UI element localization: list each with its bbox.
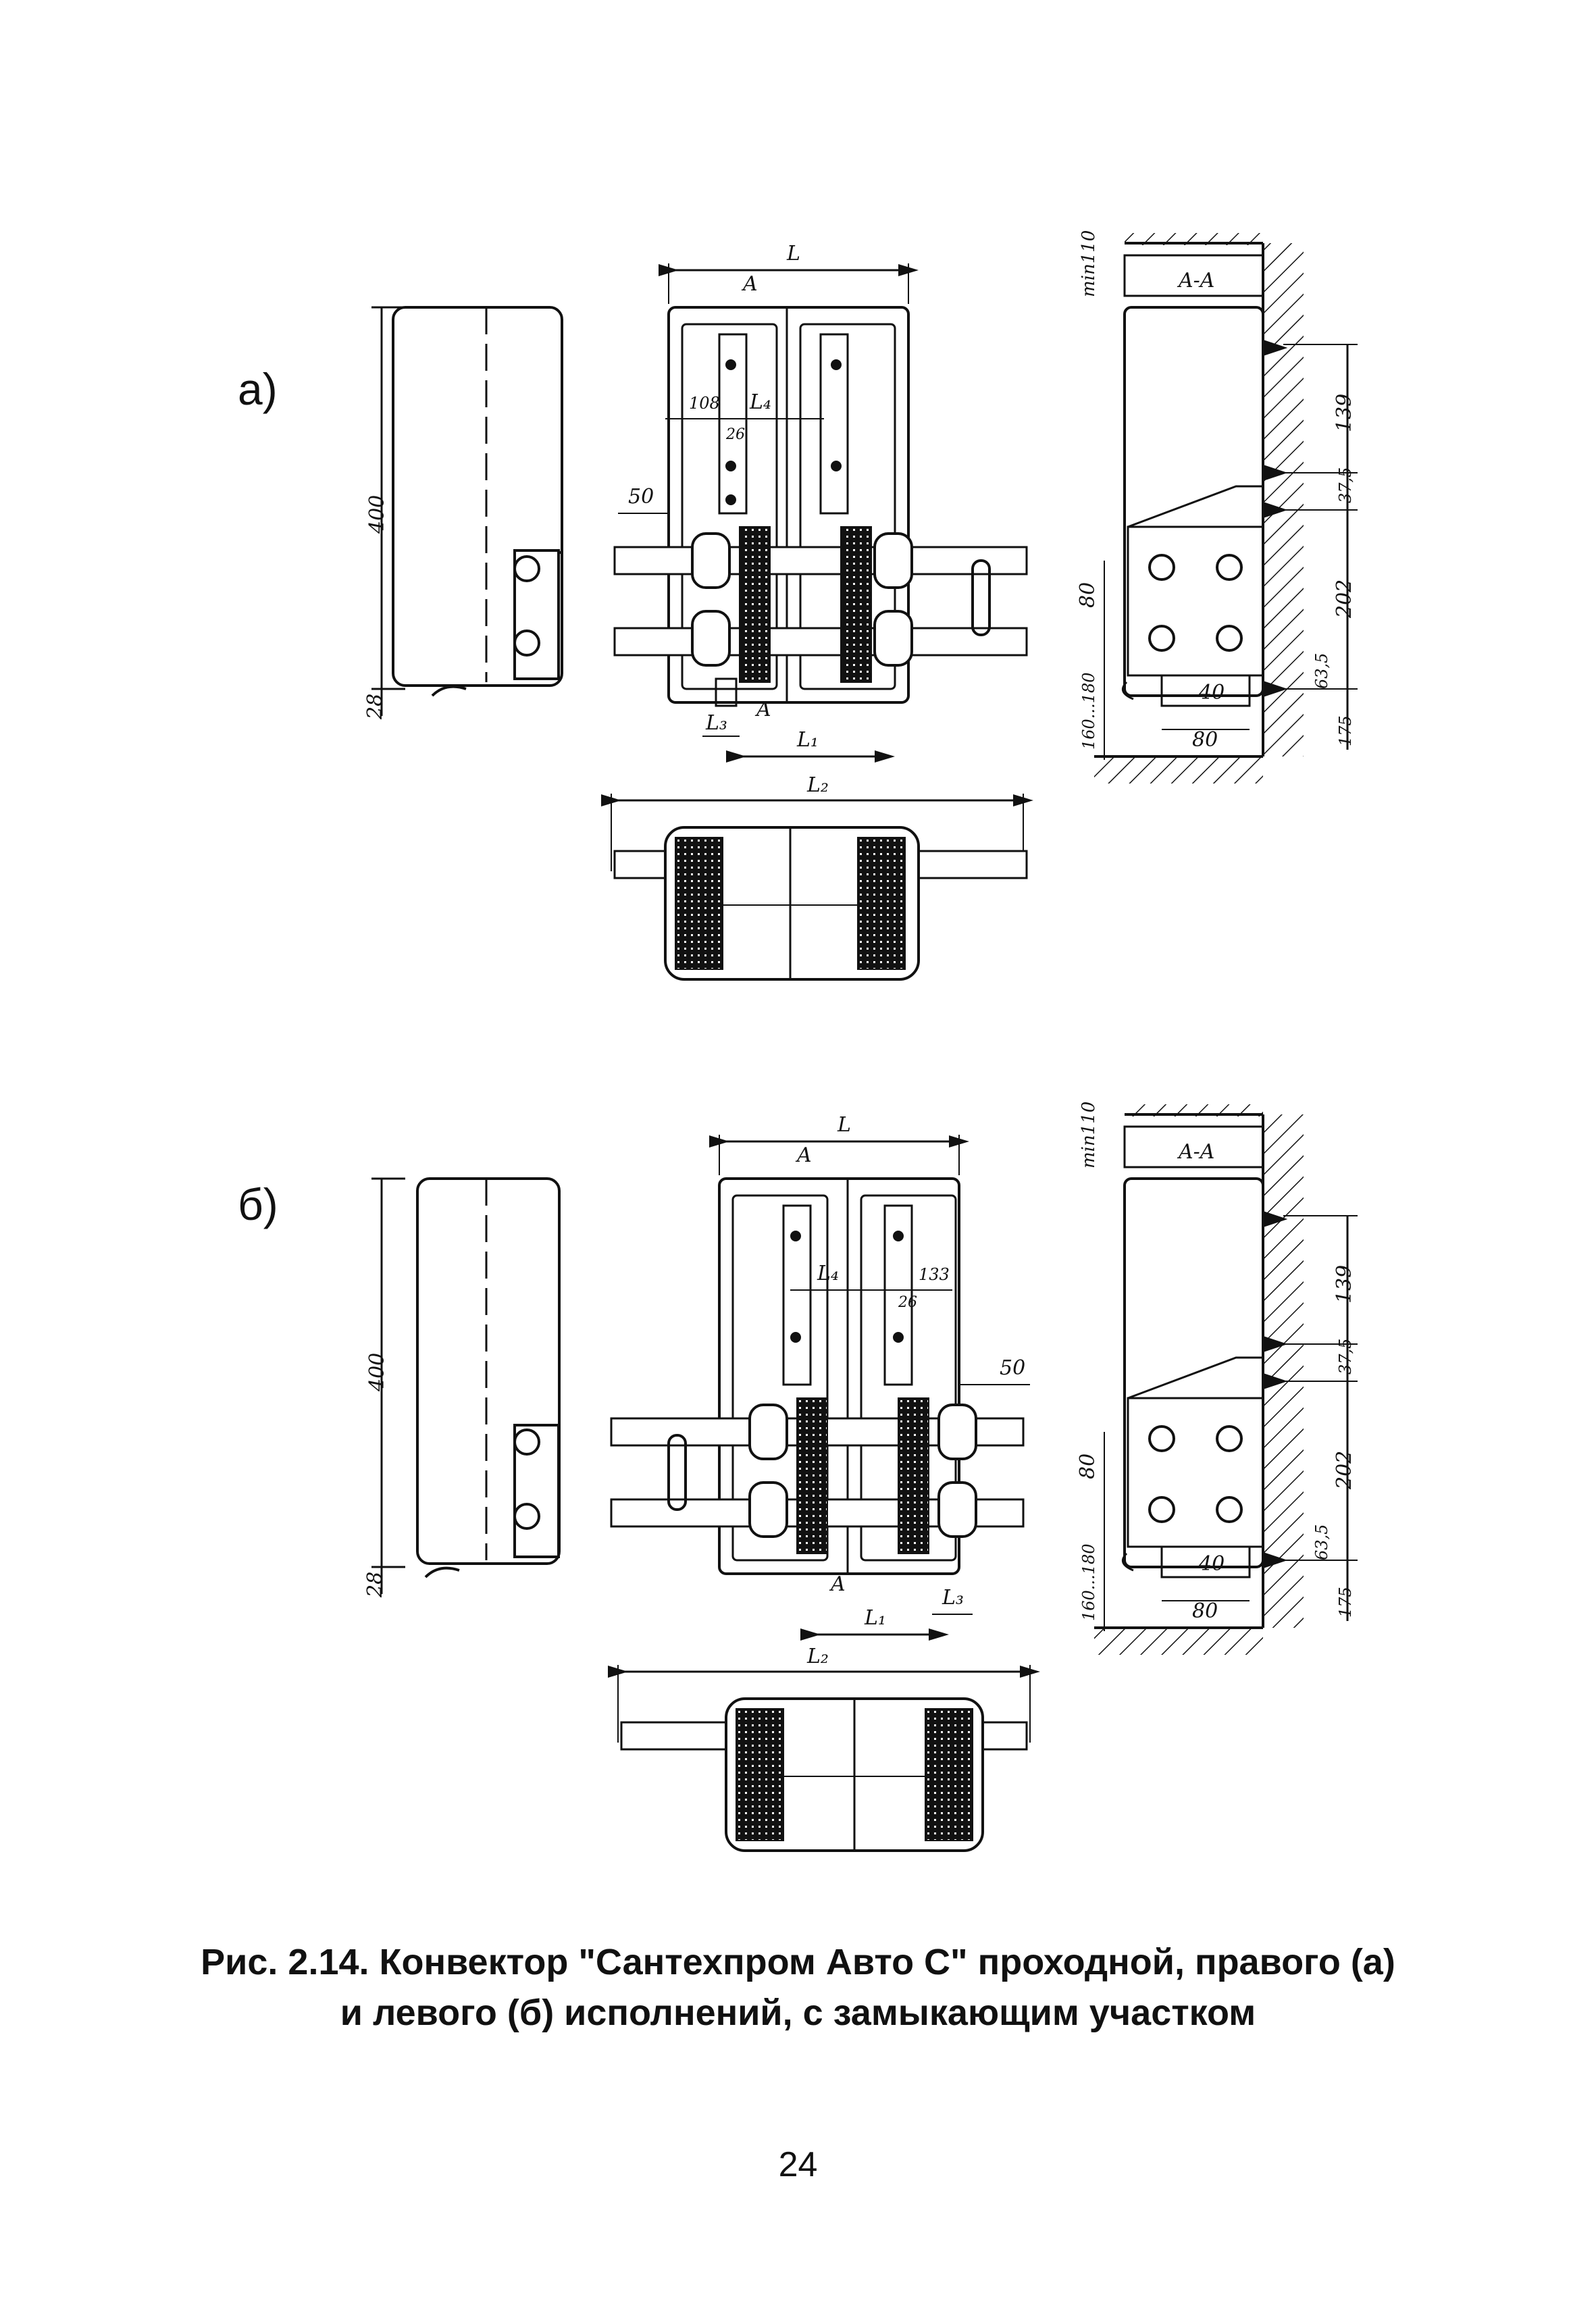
- dim-b-section: A-A: [1177, 1140, 1214, 1164]
- dim-b-50: 50: [1000, 1356, 1025, 1380]
- dim-a-37-5: 37,5: [1336, 467, 1355, 503]
- dim-a-80h: 80: [1192, 728, 1218, 752]
- dim-b-L2: L₂: [806, 1645, 829, 1668]
- dim-a-L3: L₃: [705, 711, 727, 735]
- dim-a-min110: min110: [1079, 230, 1099, 297]
- dim-b-175: 175: [1336, 1587, 1355, 1618]
- dim-a-A-2: A: [754, 698, 771, 721]
- panel-a-label: а): [238, 364, 278, 414]
- panel-b-side-view: [371, 1177, 561, 1594]
- panel-b-label: б): [238, 1179, 278, 1229]
- figure-caption-line2: и левого (б) исполнений, с замыкающим уч…: [340, 1992, 1256, 2033]
- dim-a-175: 175: [1336, 715, 1355, 746]
- panel-a-dimension-labels: L A 108 L₄ 26 50 L₁ L₃ A L₂ A-A min110 4…: [363, 230, 1356, 797]
- dim-a-28: 28: [363, 694, 387, 720]
- dim-b-26: 26: [898, 1294, 917, 1311]
- dim-b-160-180: 160...180: [1079, 1543, 1098, 1621]
- dim-a-400: 400: [365, 495, 389, 534]
- dim-b-L4: L₄: [817, 1262, 839, 1285]
- dim-b-28: 28: [363, 1572, 387, 1598]
- panel-b-front-view: [610, 1135, 1030, 1641]
- dim-a-L4: L₄: [749, 390, 771, 414]
- dim-a-139: 139: [1333, 394, 1356, 432]
- panel-a-section-view: [1094, 233, 1358, 783]
- dim-b-139: 139: [1333, 1265, 1356, 1304]
- dim-a-40: 40: [1198, 681, 1225, 704]
- dim-a-L: L: [786, 242, 800, 265]
- dim-a-80v: 80: [1076, 582, 1100, 608]
- dim-b-A: A: [795, 1143, 812, 1167]
- dim-b-80h: 80: [1192, 1599, 1218, 1623]
- panel-a-front-view: [613, 263, 1028, 763]
- dim-b-L1: L₁: [864, 1606, 886, 1630]
- dim-a-202: 202: [1333, 580, 1356, 619]
- dim-a-160-180: 160...180: [1079, 672, 1098, 750]
- dim-a-26: 26: [725, 426, 745, 443]
- dim-a-63-5: 63,5: [1312, 653, 1331, 689]
- dim-b-400: 400: [365, 1353, 389, 1392]
- dim-a-section: A-A: [1177, 269, 1214, 292]
- dim-b-40: 40: [1198, 1552, 1225, 1576]
- dim-b-80v: 80: [1076, 1454, 1100, 1479]
- dim-b-L3: L₃: [942, 1586, 964, 1610]
- page-number: 24: [778, 2145, 818, 2184]
- dim-b-37-5: 37,5: [1336, 1339, 1355, 1374]
- dim-a-108: 108: [689, 394, 720, 413]
- dim-b-133: 133: [919, 1265, 950, 1284]
- panel-b-bottom-view: [608, 1665, 1040, 1852]
- panel-b-section-view: [1094, 1104, 1358, 1655]
- figure-caption-line1: Рис. 2.14. Конвектор "Сантехпром Авто С"…: [201, 1942, 1395, 1982]
- panel-a-side-view: [371, 306, 563, 716]
- dim-a-50: 50: [628, 485, 654, 509]
- dim-a-A: A: [741, 272, 758, 296]
- dim-b-202: 202: [1333, 1451, 1356, 1490]
- panel-a-drawing: [371, 233, 1358, 981]
- dim-a-L2: L₂: [806, 773, 829, 797]
- dim-b-min110: min110: [1079, 1102, 1099, 1168]
- dim-b-A-2: A: [829, 1572, 846, 1596]
- dim-a-L1: L₁: [796, 728, 819, 752]
- panel-a-bottom-view: [601, 794, 1033, 981]
- dim-b-L: L: [837, 1113, 851, 1137]
- panel-b-dimension-labels: L A L₄ 133 26 50 L₁ L₃ A L₂ A-A min110 4…: [363, 1102, 1356, 1668]
- dim-b-63-5: 63,5: [1312, 1524, 1331, 1560]
- panel-b-drawing: [371, 1104, 1358, 1852]
